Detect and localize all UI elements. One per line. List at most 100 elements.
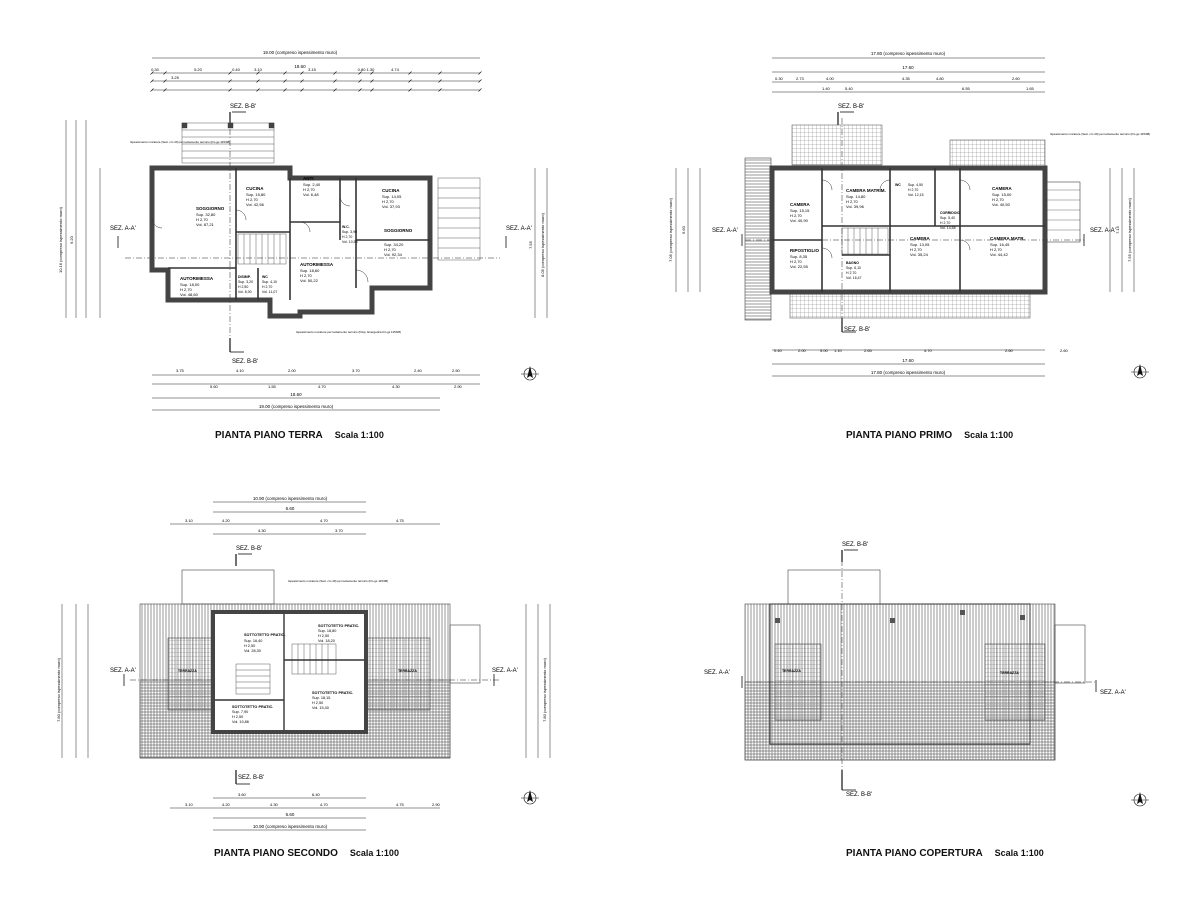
room-volume: Vol. 11,07 [262, 290, 277, 294]
room-height: H 2,50 [238, 285, 248, 289]
section-label: SEZ. B-B' [846, 792, 872, 798]
plan-piano-terra: 19.00 (compreso ispessimento muro) 18.60… [58, 50, 548, 411]
dimension-tick [256, 88, 260, 92]
room-name: TERRAZZA [1000, 671, 1019, 675]
dimension-text: 1.65 [1026, 86, 1035, 91]
room-label-camera-matrim: CAMERA MATRIM. Sup. 14,80 H 2,70 Vol. 39… [846, 188, 886, 209]
dimension-tick [283, 88, 287, 92]
dimension-text: 4.70 [320, 518, 329, 523]
terrace-left [774, 643, 822, 721]
scale-label: Scala 1:100 [964, 430, 1014, 440]
terrace-bottom [789, 289, 1031, 319]
room-volume: Vol. 48,60 [180, 292, 199, 297]
room-height: H 2,70 [940, 221, 950, 225]
room-height: H 2,70 [382, 199, 395, 204]
scale-label: Scala 1:100 [994, 848, 1044, 858]
room-height: H 2,70 [790, 213, 803, 218]
dimension-chain-side [61, 604, 551, 758]
section-marker-bb-bottom: SEZ. B-B' [841, 770, 872, 798]
room-name: CAMERA [790, 202, 810, 207]
section-marker-aa-left: SEZ. A-A' [704, 670, 743, 688]
room-area: Sup. 16,40 [244, 639, 262, 643]
dimension-text: 4.30 [270, 802, 279, 807]
dimension-tick [358, 71, 362, 75]
dimension-chain-side [65, 120, 548, 318]
plan-piano-secondo: 10.90 (compreso ispessimento muro) 6.60 … [56, 496, 551, 831]
room-label-cucina-2: CUCINA Sup. 14,05 H 2,70 Vol. 37,93 [382, 188, 402, 209]
dimension-chain-bottom [152, 374, 480, 411]
room-name: WC [895, 183, 901, 187]
terrace-right [365, 637, 431, 711]
room-volume: Vol. 37,93 [382, 204, 401, 209]
dimension-tick [438, 88, 442, 92]
dimension-text: 19.00 (compreso ispessimento muro) [263, 50, 338, 55]
dimension-tick [283, 79, 287, 83]
room-label-wc-2: W.C. Sup. 3,90 H 2,70 Vol. 10,53 [342, 225, 358, 244]
dimension-text: 2.60 [1005, 348, 1014, 353]
dimension-text: 4.20 [222, 518, 231, 523]
dimension-text: 7.55 [528, 240, 533, 249]
room-label-camera-3: CAMERA Sup. 13,05 H 2,70 Vol. 35,24 [910, 236, 930, 257]
dimension-text: 4.10 [236, 368, 245, 373]
dimension-text: 0.30 [775, 76, 784, 81]
room-height: H 2,70 [342, 235, 352, 239]
section-label: SEZ. B-B' [232, 359, 258, 365]
dimension-tick [333, 88, 337, 92]
room-height: H 2,50 [232, 715, 243, 719]
room-height: H 2,70 [262, 285, 272, 289]
room-label-camera-2: CAMERA Sup. 15,00 H 2,70 Vol. 40,50 [992, 186, 1012, 207]
room-volume: Vol. 50,22 [300, 278, 319, 283]
staircase [841, 227, 889, 255]
dimension-tick [300, 79, 304, 83]
room-height: H 2,50 [318, 634, 329, 638]
dimension-text: 1.40 [822, 86, 831, 91]
dimension-text: 2.00 [288, 368, 297, 373]
section-marker-bb-top: SEZ. B-B' [837, 104, 864, 125]
dimension-text: 5.20 [194, 67, 203, 72]
section-label: SEZ. A-A' [1090, 228, 1116, 234]
dimension-text: 2.40 [414, 368, 423, 373]
dimension-text: 17.60 [902, 65, 914, 70]
plan-piano-copertura: SEZ. B-B' SEZ. B-B' SEZ. A-A' SEZ. A-A' … [704, 542, 1149, 807]
dimension-tick [438, 71, 442, 75]
section-marker-bb-bottom: SEZ. B-B' [229, 338, 258, 365]
balcony-left [744, 157, 772, 321]
dimension-text: 4.00 [826, 76, 835, 81]
room-label-soggiorno-2: SOGGIORNO Sup. 34,20 H 2,70 Vol. 92,34 [384, 228, 413, 257]
dimension-text: 6.55 [962, 86, 971, 91]
room-area: Sup. 3,90 [342, 230, 357, 234]
dimension-text: 0.80 1.30 [358, 67, 375, 72]
north-arrow-icon [1131, 792, 1149, 807]
room-height: H 2,70 [196, 217, 209, 222]
room-name: W.C. [342, 225, 350, 229]
room-area: Sup. 3,20 [238, 280, 253, 284]
section-label: SEZ. A-A' [492, 668, 518, 674]
room-name: CUCINA [382, 188, 400, 193]
room-name: BAGNO [846, 261, 859, 265]
room-label-corridoio: CORRIDOIO Sup. 5,40 H 2,70 Vol. 14,58 [940, 211, 961, 230]
section-label: SEZ. B-B' [842, 542, 868, 548]
dimension-tick [228, 71, 232, 75]
room-name: CAMERA MATRIM. [846, 188, 886, 193]
note-text: Ispessimento murature (Sett. cm 40) per … [288, 579, 388, 583]
room-area: Sup. 8,35 [790, 254, 808, 259]
section-marker-aa-right: SEZ. A-A' [1083, 228, 1116, 246]
room-volume: Vol. 92,34 [384, 252, 403, 257]
room-area: Sup. 18,60 [300, 268, 320, 273]
room-volume: Vol. 18,20 [318, 639, 335, 643]
balcony-rail-right [1045, 189, 1080, 231]
dimension-text: 6.60 [286, 506, 295, 511]
staircase [237, 233, 287, 265]
dimension-tick [150, 88, 154, 92]
north-arrow-icon [521, 366, 539, 381]
dormer-right [449, 624, 481, 684]
scale-label: Scala 1:100 [334, 430, 384, 440]
balcony-right [1044, 181, 1081, 243]
room-area: Sup. 4,50 [908, 183, 923, 187]
room-label-wc: WC Sup. 4,50 H 2,70 Vol. 12,15 [895, 183, 924, 197]
plan-title: PIANTA PIANO SECONDO [214, 848, 338, 859]
room-name: RIPOSTIGLIO [790, 248, 820, 253]
dimension-text: 4.75 [396, 802, 405, 807]
